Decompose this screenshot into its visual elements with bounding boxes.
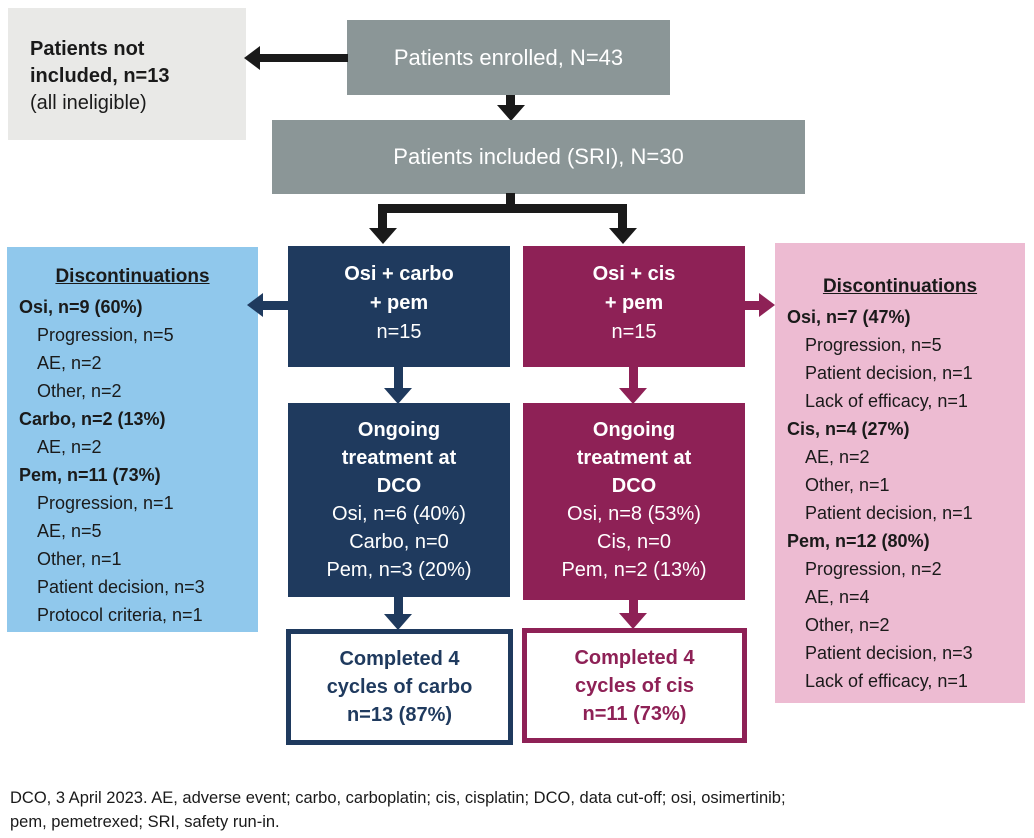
text-line: n=13 (87%) — [346, 704, 453, 726]
patients-included-box: Patients included (SRI), N=30 — [272, 120, 805, 194]
text-line: Other, n=1 — [805, 475, 890, 495]
text-line: Pem, n=12 (80%) — [787, 531, 930, 551]
text-line: AE, n=4 — [805, 587, 870, 607]
text-line: cycles of cis — [575, 675, 694, 697]
arrowhead-down-icon — [609, 228, 637, 244]
footnote-line-2: pem, pemetrexed; SRI, safety run-in. — [10, 813, 280, 831]
text-line: Ongoing — [592, 419, 676, 441]
branch-stem — [506, 193, 515, 205]
text-line: included, n=13 — [30, 65, 170, 87]
text-line: AE, n=2 — [37, 353, 102, 373]
arrow-shaft — [260, 54, 348, 62]
arm-cis-box: Osi + cis + pem n=15 — [523, 246, 745, 367]
text-line: Osi, n=7 (47%) — [787, 307, 911, 327]
text-line: + pem — [369, 292, 429, 314]
arm-carbo-box: Osi + carbo + pem n=15 — [288, 246, 510, 367]
footnote-line-1: DCO, 3 April 2023. AE, adverse event; ca… — [10, 789, 786, 807]
text-line: Progression, n=5 — [805, 335, 942, 355]
text-line: Pem, n=11 (73%) — [19, 465, 161, 485]
text-line: Progression, n=2 — [805, 559, 942, 579]
text-line: Patient decision, n=3 — [37, 577, 205, 597]
text-line: Lack of efficacy, n=1 — [805, 671, 968, 691]
text-line: Carbo, n=2 (13%) — [19, 409, 166, 429]
ongoing-carbo-box: Ongoing treatment at DCO Osi, n=6 (40%) Carb… — [288, 403, 510, 597]
completed-carbo-box: Completed 4 cycles of carbo n=13 (87%) — [286, 629, 513, 745]
text-line: Osi, n=8 (53%) — [567, 503, 701, 525]
arrowhead-down-icon — [619, 613, 647, 629]
text-line: Completed 4 — [574, 647, 695, 669]
text-line: treatment at — [341, 447, 457, 469]
branch-bar — [378, 204, 627, 213]
arrowhead-down-icon — [619, 388, 647, 404]
ongoing-cis-box: Ongoing treatment at DCO Osi, n=8 (53%) Cis,… — [523, 403, 745, 600]
patients-enrolled-label: Patients enrolled, N=43 — [393, 44, 624, 70]
arrow-shaft — [394, 367, 403, 389]
text-line: Carbo, n=0 — [349, 531, 449, 553]
discontinuations-carbo-box: Discontinuations Osi, n=9 (60%) Progressi… — [7, 247, 258, 632]
arrow-shaft — [506, 95, 515, 107]
text-line: Patient decision, n=1 — [805, 503, 973, 523]
text-line: Completed 4 — [339, 648, 460, 670]
arrow-shaft — [263, 301, 288, 310]
text-line: Osi, n=9 (60%) — [19, 297, 143, 317]
discontinuations-title: Discontinuations — [822, 276, 978, 297]
text-line: Progression, n=5 — [37, 325, 174, 345]
text-line: n=15 — [611, 321, 657, 343]
arrow-shaft — [745, 301, 759, 310]
text-line: Osi, n=6 (40%) — [332, 503, 466, 525]
arrowhead-left-icon — [247, 293, 263, 317]
arrow-shaft — [394, 597, 403, 615]
text-line: Other, n=2 — [805, 615, 890, 635]
patients-included-label: Patients included (SRI), N=30 — [393, 144, 684, 169]
text-line: (all ineligible) — [30, 92, 147, 114]
arrow-shaft — [629, 366, 638, 389]
arrow-shaft — [629, 600, 638, 615]
text-line: Other, n=2 — [37, 381, 122, 401]
arrowhead-down-icon — [384, 614, 412, 630]
text-line: Lack of efficacy, n=1 — [805, 391, 968, 411]
discontinuations-cis-box: Discontinuations Osi, n=7 (47%) Progressi… — [775, 243, 1025, 703]
patients-enrolled-box: Patients enrolled, N=43 — [347, 20, 670, 95]
footnote: DCO, 3 April 2023. AE, adverse event; ca… — [10, 786, 1020, 834]
text-line: cycles of carbo — [326, 676, 473, 698]
branch-drop-left — [378, 204, 387, 230]
text-line: Patient decision, n=1 — [805, 363, 973, 383]
arrowhead-down-icon — [497, 105, 525, 121]
completed-cis-box: Completed 4 cycles of cis n=11 (73%) — [522, 628, 747, 743]
patients-not-included-box: Patients not included, n=13 (all ineligibl… — [8, 8, 246, 140]
text-line: DCO — [611, 475, 657, 497]
arrowhead-down-icon — [384, 388, 412, 404]
text-line: + pem — [604, 292, 664, 314]
text-line: Pem, n=2 (13%) — [561, 559, 707, 581]
arrowhead-down-icon — [369, 228, 397, 244]
text-line: Patient decision, n=3 — [805, 643, 973, 663]
text-line: n=15 — [376, 321, 422, 343]
text-line: Other, n=1 — [37, 549, 122, 569]
text-line: DCO — [376, 475, 422, 497]
arrowhead-right-icon — [759, 293, 775, 317]
text-line: treatment at — [576, 447, 692, 469]
text-line: Cis, n=0 — [597, 531, 671, 553]
text-line: Osi + carbo — [344, 263, 454, 285]
text-line: Patients not — [30, 38, 145, 60]
text-line: AE, n=2 — [37, 437, 102, 457]
text-line: AE, n=5 — [37, 521, 102, 541]
text-line: Pem, n=3 (20%) — [326, 559, 472, 581]
discontinuations-title: Discontinuations — [55, 266, 210, 287]
arrowhead-left-icon — [244, 46, 260, 70]
text-line: Protocol criteria, n=1 — [37, 605, 203, 625]
text-line: Cis, n=4 (27%) — [787, 419, 910, 439]
text-line: Progression, n=1 — [37, 493, 174, 513]
text-line: n=11 (73%) — [582, 703, 687, 725]
branch-drop-right — [618, 204, 627, 230]
text-line: Ongoing — [357, 419, 441, 441]
text-line: AE, n=2 — [805, 447, 870, 467]
text-line: Osi + cis — [592, 263, 676, 285]
